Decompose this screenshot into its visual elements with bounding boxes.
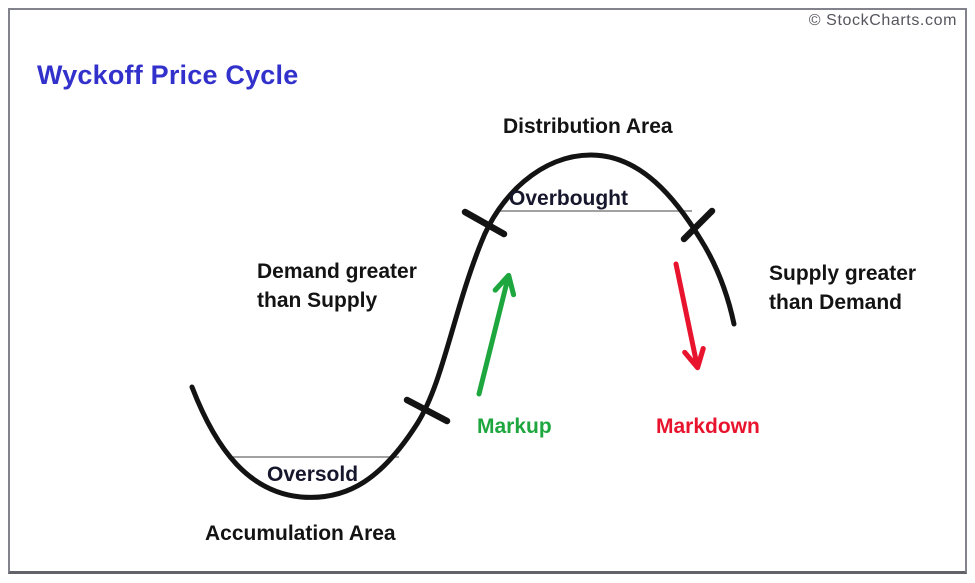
markdown-arrow [673,261,706,371]
price-cycle-curve [189,152,737,500]
overbought-label: Overbought [509,187,628,210]
supply-greater-label: Supply greater than Demand [769,262,917,314]
markup-to-distribution-tick [461,208,508,238]
markdown-label: Markdown [656,415,760,438]
markup-label: Markup [477,415,552,438]
accumulation-to-markup-tick [403,396,451,425]
demand-greater-label: Demand greater than Supply [257,260,417,312]
markup-arrow [476,272,517,397]
distribution-to-markdown-tick [680,207,716,243]
accumulation-area-label: Accumulation Area [205,522,396,545]
distribution-area-label: Distribution Area [503,115,673,138]
page-title: Wyckoff Price Cycle [37,60,299,90]
oversold-label: Oversold [267,463,359,486]
stockcharts-watermark: © StockCharts.com [808,12,957,29]
